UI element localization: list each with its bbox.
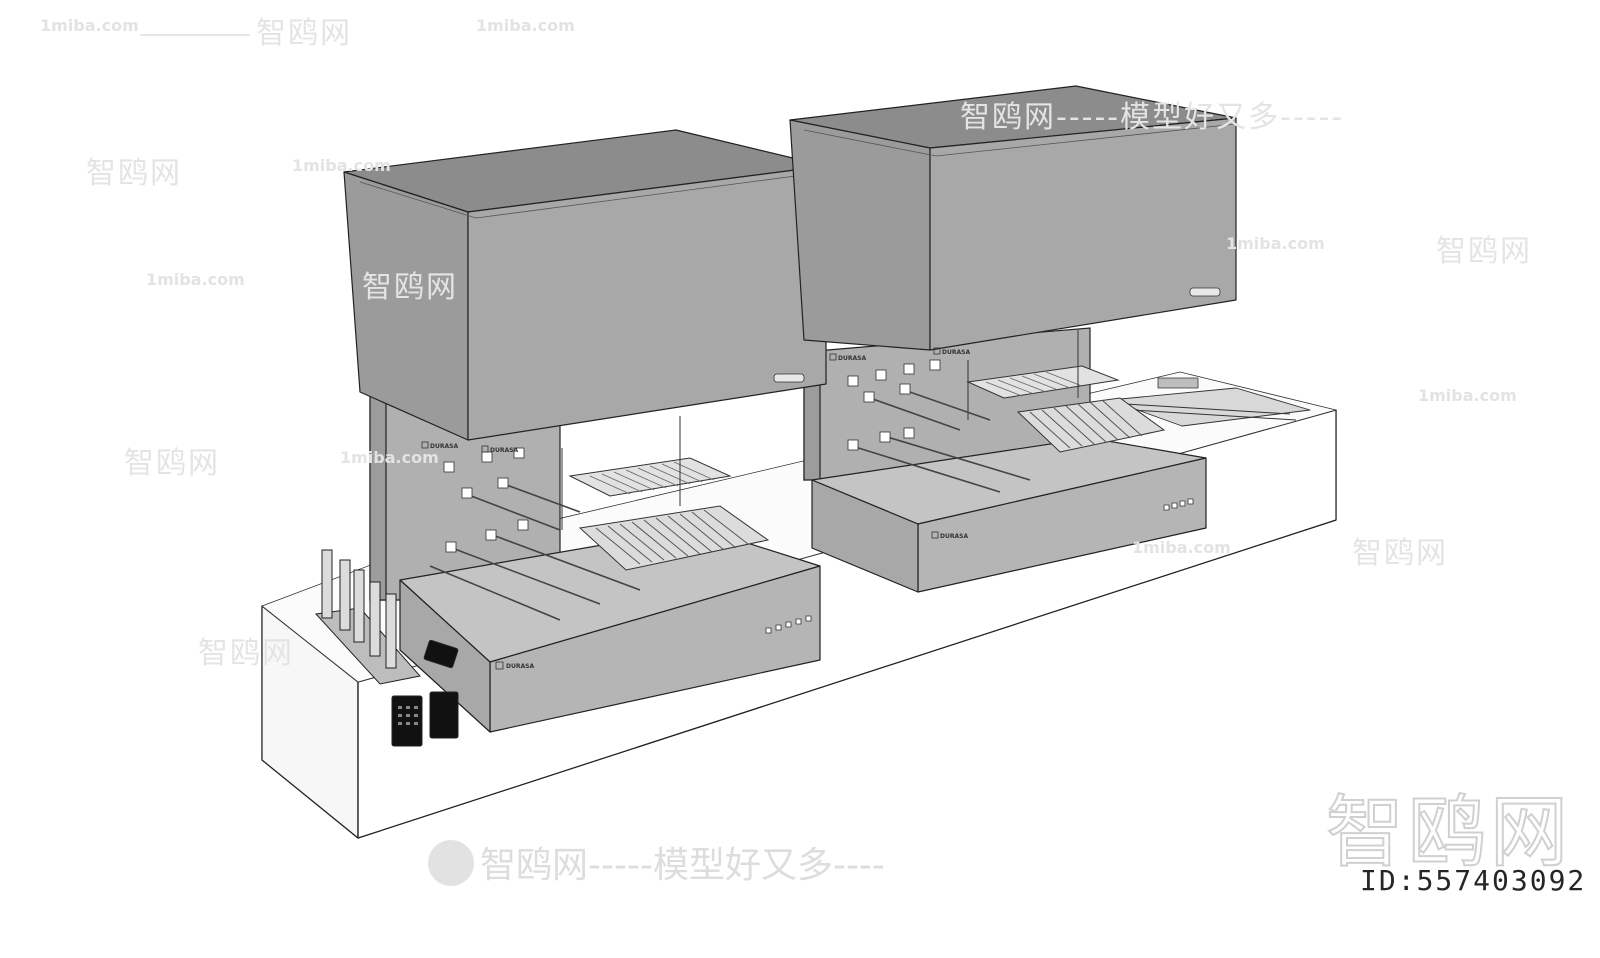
watermark-slogan-text: 智鸥网-----模型好又多---- — [480, 845, 885, 886]
right-hood — [789, 85, 1237, 351]
brand-plates: DURASA DURASA DURASA DURASA DURASA DURAS… — [421, 347, 970, 670]
right-grill-basin — [811, 377, 1311, 593]
right-main-grate — [967, 330, 1166, 453]
left-upper-rack — [568, 457, 732, 497]
watermark-big-brand: 智鸥网 — [1325, 787, 1573, 879]
watermark-slogan: 智鸥网-----模型好又多---- — [426, 836, 885, 888]
left-main-grate — [561, 416, 770, 571]
brand-plate-back-left-2: DURASA — [490, 447, 518, 454]
brand-plate-front-right: DURASA — [940, 533, 968, 540]
brand-plate-back-right: DURASA — [838, 355, 866, 362]
tube-dispenser — [314, 549, 421, 685]
watermark-id: ID:557403092 — [1360, 864, 1587, 897]
left-hood — [343, 129, 827, 441]
right-skewer-rods — [847, 359, 1031, 493]
left-skewer-rods — [429, 447, 641, 621]
brand-plate-back-left: DURASA — [430, 443, 458, 450]
brand-plate-back-right-2: DURASA — [942, 349, 970, 356]
right-upper-rack — [966, 365, 1120, 399]
brand-plate-front-left: DURASA — [506, 663, 534, 670]
watermark-logo-icon — [428, 840, 474, 886]
control-panels — [391, 639, 459, 747]
